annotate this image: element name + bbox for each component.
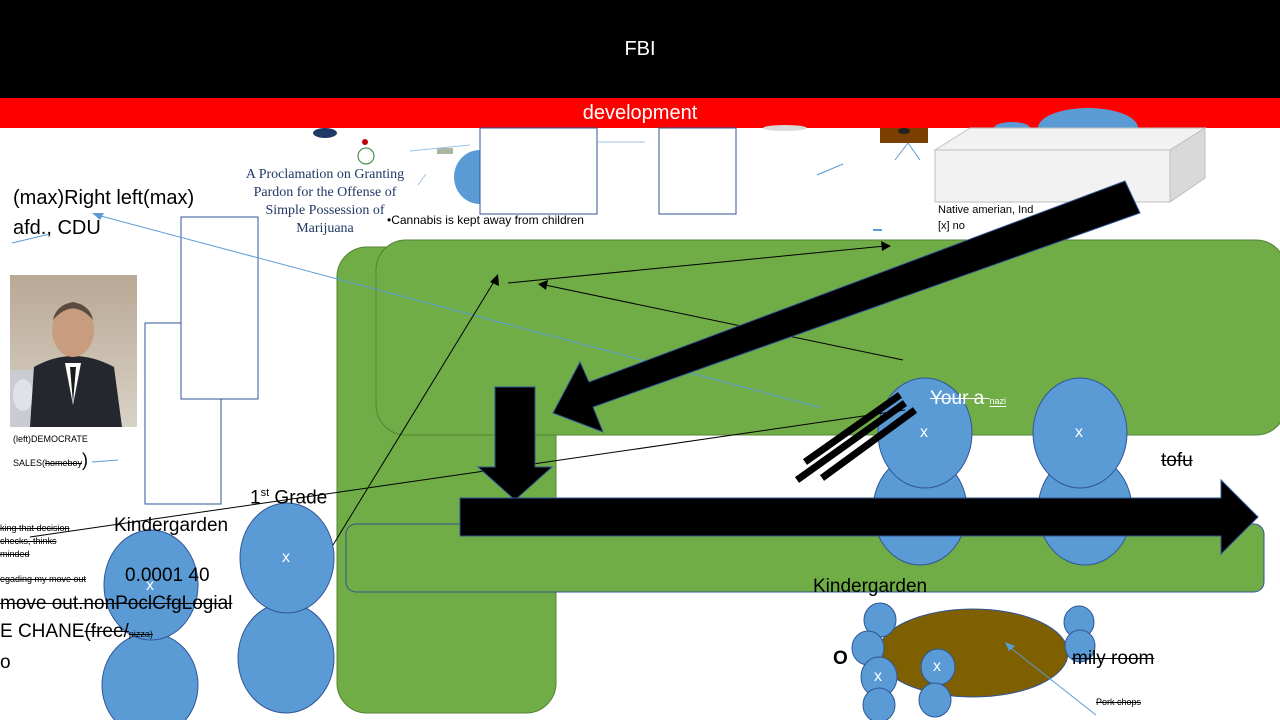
down-black-arrow <box>476 386 554 501</box>
cannabis-control-logo <box>357 147 375 165</box>
sales-close: ) <box>82 450 89 470</box>
native-question-end: 2 <box>1095 204 1102 216</box>
connector-line <box>96 214 823 409</box>
diagonal-stroke <box>794 400 908 483</box>
chair <box>862 687 896 720</box>
header-bar: FBI <box>0 0 1280 98</box>
outline-box <box>658 127 737 215</box>
blue-circle <box>237 602 335 714</box>
your-a-text: Your a <box>930 388 985 409</box>
native-question-text: Native amerian, Ind <box>938 204 1034 216</box>
x-mark: x <box>920 424 928 441</box>
blue-circle <box>1032 377 1128 489</box>
sales-text: SALES( <box>13 458 46 468</box>
pizza-text: pizza) <box>128 629 153 639</box>
pork-chops-label: Pork chops <box>1096 697 1142 707</box>
x-mark: x <box>933 658 941 675</box>
first-grade-word: Grade <box>274 487 328 509</box>
nazi-text: nazi <box>989 396 1007 406</box>
connector-arrowhead <box>490 274 499 286</box>
first-grade-suffix: st <box>260 487 270 499</box>
first-grade-label: 1st Grade <box>250 487 327 509</box>
diagonal-stroke <box>819 407 918 481</box>
thinking-line-3: minded <box>0 549 30 559</box>
diagonal-stroke <box>802 392 903 465</box>
first-grade-number: 1 <box>250 487 261 509</box>
connector-arrowhead <box>92 213 104 220</box>
picture-frame-inner <box>898 128 910 134</box>
your-a-label: Your a nazi <box>930 388 1006 410</box>
x-mark: x <box>874 668 882 685</box>
connector-arrowhead <box>538 280 548 290</box>
move-out-label: move out.nonPoclCfgLogial <box>0 593 233 614</box>
cannabis-bullet: •Cannabis is kept away from children <box>387 213 584 227</box>
x-mark: x <box>146 577 154 594</box>
box-top <box>933 127 1207 151</box>
connector-line <box>1006 644 1097 716</box>
thin-line <box>409 144 471 152</box>
blue-circle <box>101 632 199 720</box>
fragment-o-left: o <box>0 652 11 673</box>
regarding-move-out: egading my move out <box>0 574 87 584</box>
thinking-line-1: king that decision <box>0 523 70 533</box>
outline-box <box>479 127 598 215</box>
subheader-title: development <box>582 101 698 124</box>
thin-line <box>91 459 119 463</box>
logo-mark <box>437 148 453 154</box>
sales-struck: homeboy <box>45 458 83 468</box>
box-front <box>934 149 1171 203</box>
chair <box>1064 629 1096 663</box>
connector-line <box>29 409 906 538</box>
free-text: (free/ <box>84 621 129 642</box>
right-black-arrow <box>459 478 1259 556</box>
blue-circle <box>103 529 199 641</box>
grey-fragment <box>763 125 807 131</box>
x-mark: x <box>282 549 290 566</box>
connector-arrowhead <box>881 241 891 251</box>
blue-circle <box>239 502 335 614</box>
connector-line <box>507 245 886 284</box>
connector-line <box>332 279 496 546</box>
dining-table <box>877 608 1069 698</box>
outline-box <box>180 216 259 400</box>
native-question: Native amerian, Ind 2 <box>938 204 1102 216</box>
native-answer: [x] no <box>938 220 965 232</box>
thin-line <box>816 163 844 176</box>
header-title: FBI <box>624 37 656 60</box>
family-room-label: mily room <box>1072 648 1155 669</box>
chane-label: E CHANE(free/pizza) <box>0 621 153 643</box>
thin-line <box>417 173 427 186</box>
connector-line <box>544 284 904 361</box>
politics-scale-label: (max)Right left(max) <box>13 187 195 209</box>
kindergarden-left-label: Kindergarden <box>114 515 229 536</box>
seal-fragment-2 <box>362 139 368 145</box>
thinking-line-2: checks, thinks <box>0 536 57 546</box>
diagonal-black-arrow <box>552 180 1141 433</box>
chair <box>918 682 952 718</box>
connector-arrowhead <box>1005 642 1015 651</box>
portrait-photo <box>10 275 137 427</box>
tofu-label: tofu <box>1161 450 1193 471</box>
chane-text: E CHANE <box>0 621 85 642</box>
party-names: afd., CDU <box>13 217 101 239</box>
democrate-label: (left)DEMOCRATE <box>13 434 88 444</box>
fragment-o-right: O <box>833 648 848 669</box>
sales-label: SALES(homeboy) <box>13 450 88 471</box>
picture-frame-fragment <box>880 128 928 143</box>
kindergarden-right-label: Kindergarden <box>813 576 928 597</box>
proclamation-title: A Proclamation on Granting Pardon for th… <box>245 167 405 236</box>
thin-line <box>11 233 51 244</box>
thin-line <box>894 142 909 161</box>
x-mark: x <box>1075 424 1083 441</box>
seal-fragment <box>313 128 337 138</box>
thin-line <box>907 142 921 161</box>
number-label: 0.0001 40 <box>125 565 210 586</box>
